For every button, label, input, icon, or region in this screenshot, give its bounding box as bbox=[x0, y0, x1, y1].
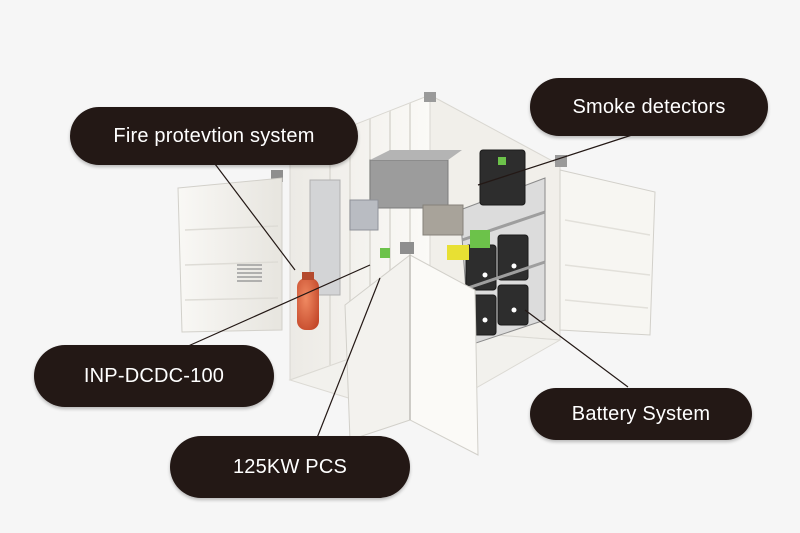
corner-casting-top bbox=[424, 92, 436, 102]
accent-green-bar bbox=[380, 248, 390, 258]
corner-casting-front bbox=[400, 242, 414, 254]
leader-line-fire bbox=[211, 159, 296, 271]
pcs-cabinet-top bbox=[370, 150, 462, 160]
battery-terminals bbox=[482, 263, 517, 323]
rack-shelf bbox=[461, 260, 546, 292]
inner-panel bbox=[309, 179, 341, 296]
left-door bbox=[177, 177, 283, 333]
right-door-ribs bbox=[564, 219, 651, 309]
leader-line-pcs bbox=[316, 277, 381, 439]
callout-dcdc: INP-DCDC-100 bbox=[34, 345, 274, 407]
callout-text: 125KW PCS bbox=[232, 455, 348, 478]
dcdc-box bbox=[349, 199, 379, 231]
door-vent-icon bbox=[237, 264, 262, 282]
leader-line-dcdc bbox=[185, 264, 371, 348]
callout-text: INP-DCDC-100 bbox=[83, 364, 225, 387]
callout-smoke-detectors: Smoke detectors bbox=[530, 78, 768, 136]
callout-fire-protection: Fire protevtion system bbox=[70, 107, 358, 165]
accent-yellow-module bbox=[447, 245, 469, 260]
callout-text: Fire protevtion system bbox=[113, 124, 315, 147]
fire-extinguisher-valve bbox=[302, 272, 314, 280]
callout-text: Smoke detectors bbox=[572, 95, 726, 118]
accent-green-module bbox=[470, 230, 490, 248]
grey-component bbox=[422, 204, 464, 236]
pcs-cabinet bbox=[369, 159, 449, 209]
leader-lines bbox=[185, 134, 633, 439]
leader-line-smoke bbox=[477, 134, 633, 186]
fire-extinguisher bbox=[297, 278, 319, 330]
battery-module bbox=[497, 284, 529, 326]
callout-pcs: 125KW PCS bbox=[170, 436, 410, 498]
leader-line-battery bbox=[524, 309, 629, 388]
accent-green-bar bbox=[498, 157, 506, 165]
corner-casting-right bbox=[555, 155, 567, 167]
callout-battery-system: Battery System bbox=[530, 388, 752, 440]
right-door bbox=[559, 169, 656, 336]
callout-text: Battery System bbox=[571, 402, 711, 425]
